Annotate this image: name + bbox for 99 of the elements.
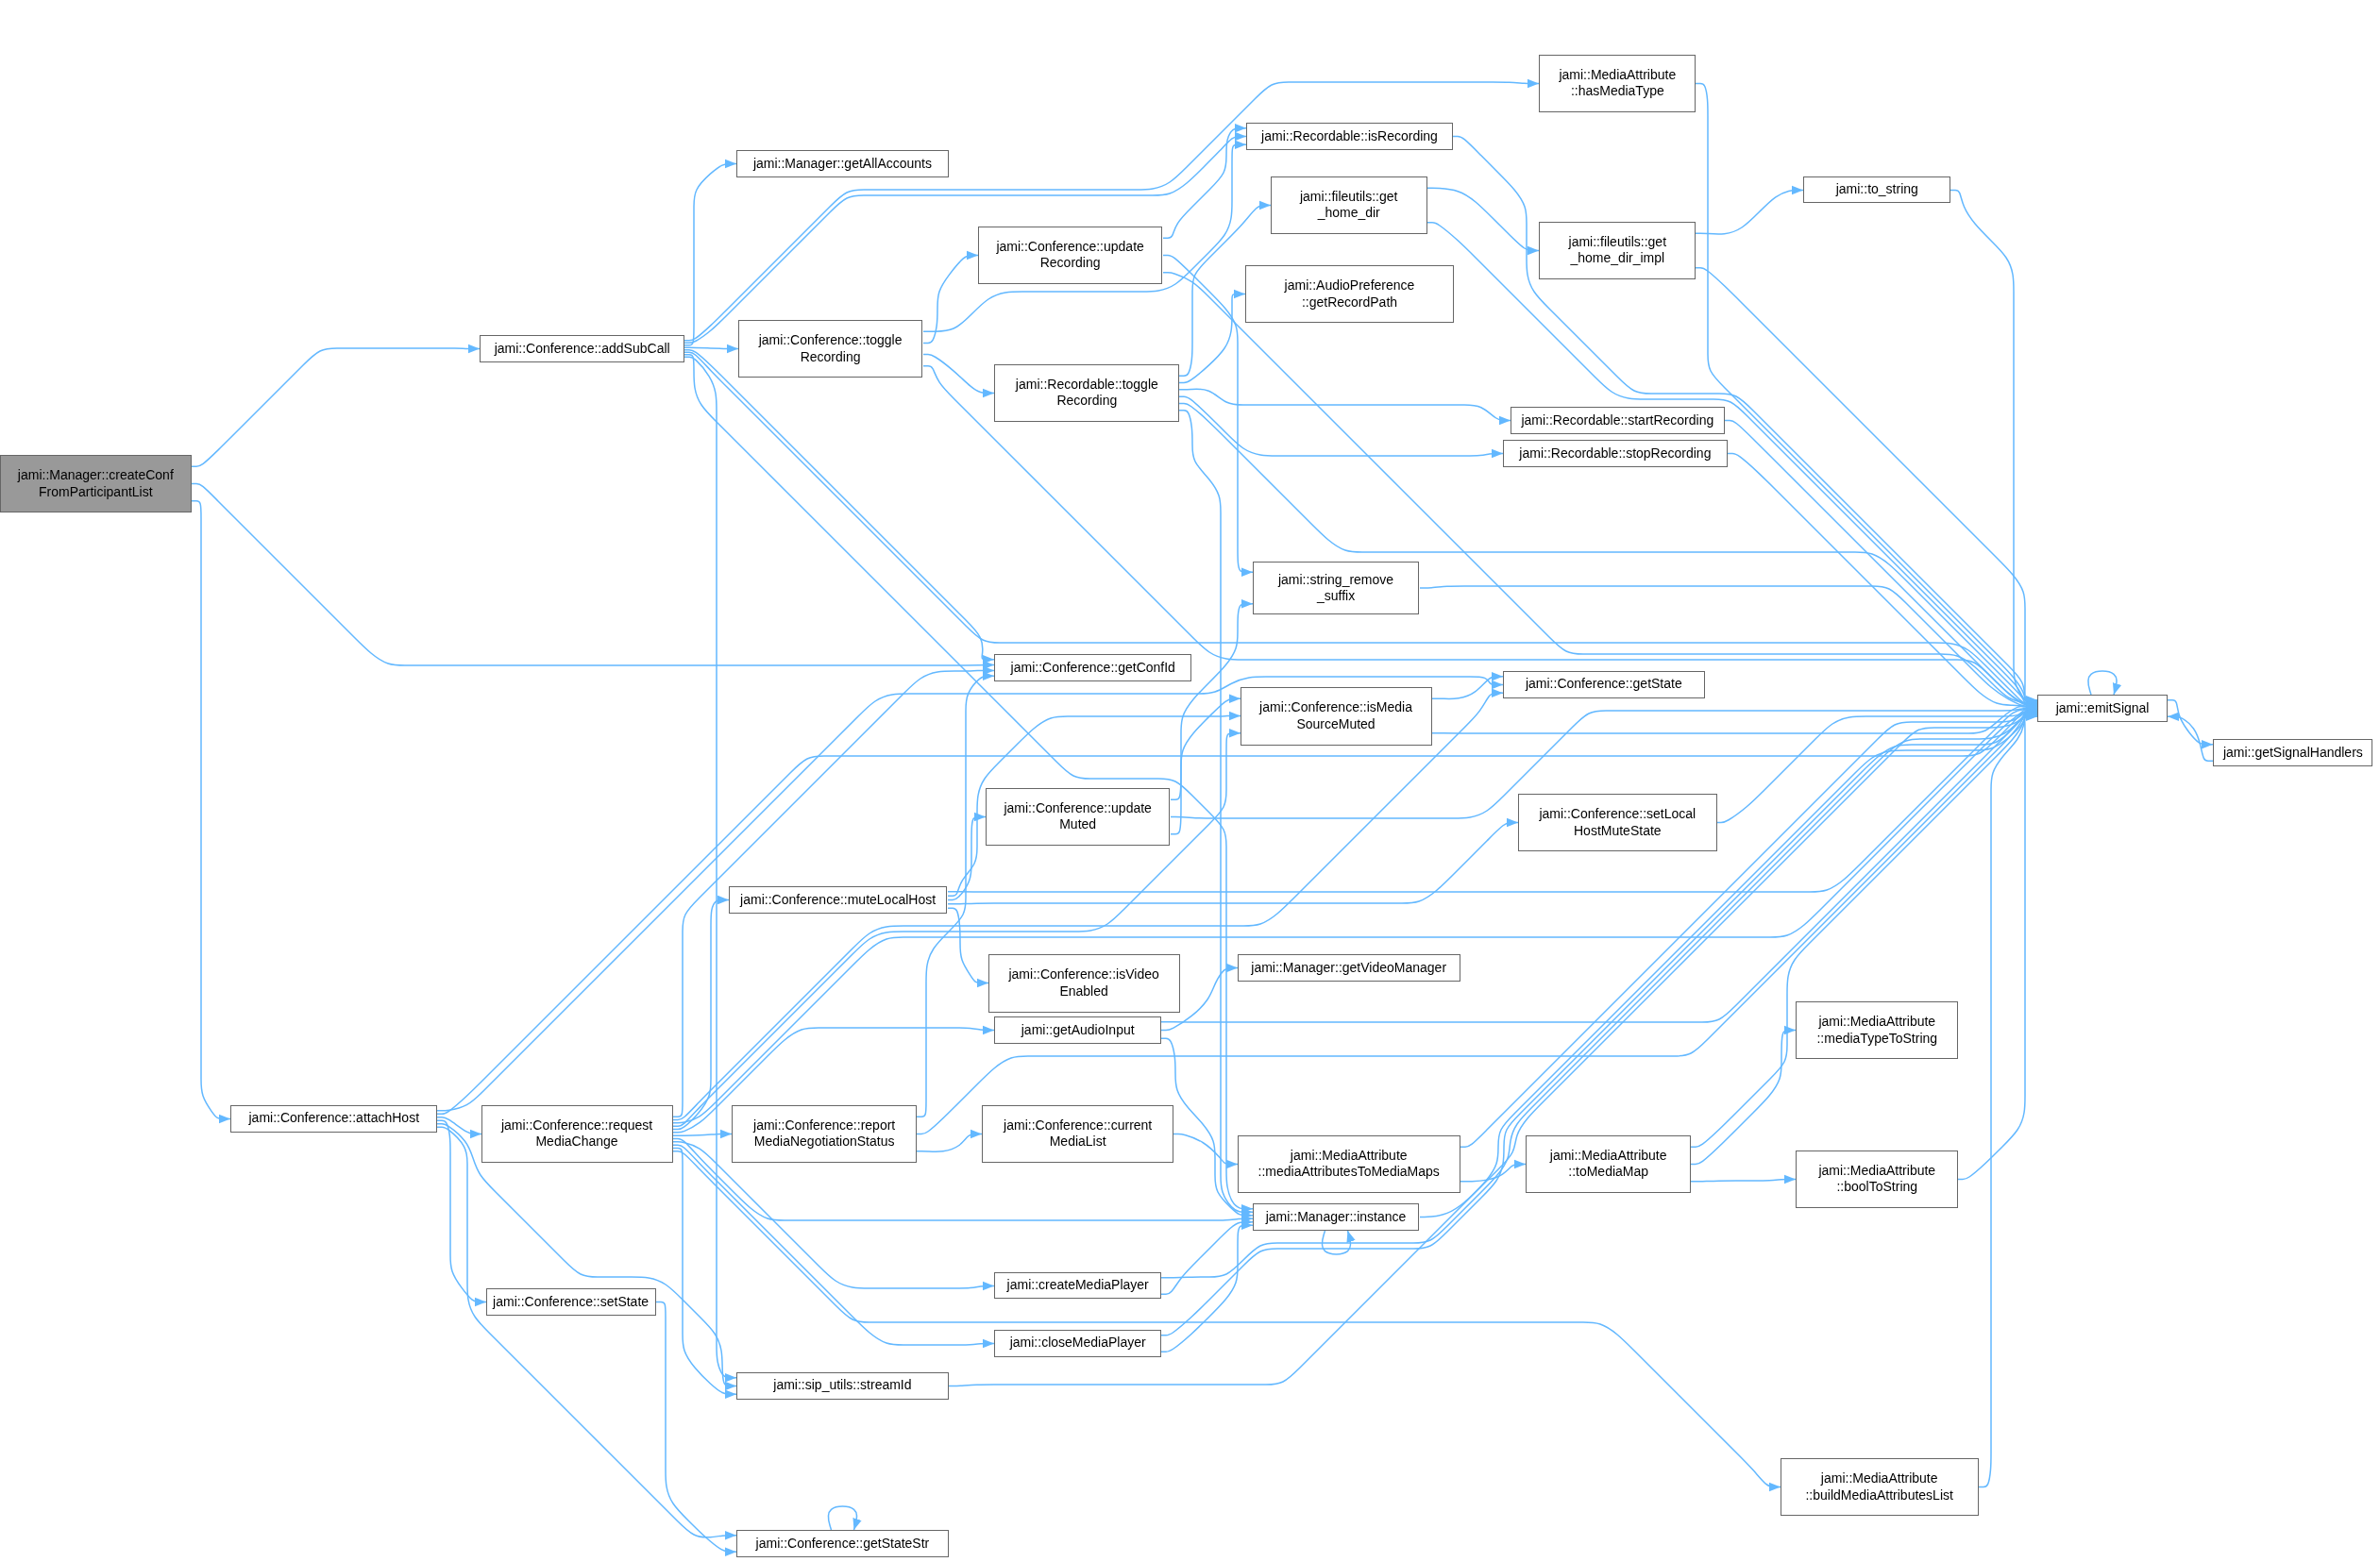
call-arrow [2167,699,2214,749]
call-arrow [2167,712,2214,762]
call-arrow [436,1117,482,1139]
call-arrow [922,250,979,344]
call-arrow [672,1141,995,1291]
function-box: jami::MediaAttribute ::boolToString [1796,1150,1959,1208]
call-arrow [947,711,1241,897]
function-box: jami::Conference::isVideo Enabled [987,954,1180,1013]
function-box: jami::fileutils::get _home_dir [1270,176,1427,234]
function-box: jami::Conference::update Recording [977,226,1163,284]
function-box: jami::Recordable::isRecording [1246,123,1453,151]
call-arrow [655,1301,737,1556]
call-arrow [947,817,1519,905]
call-arrow [436,1119,487,1307]
call-arrow [1431,672,1504,700]
function-box: jami::to_string [1803,176,1951,204]
call-arrow [1321,1230,1356,1255]
call-arrow [684,159,737,346]
call-arrow [1178,395,1504,459]
call-arrow [672,665,995,1117]
call-arrow [672,1137,1254,1224]
call-arrow [672,729,1241,1127]
function-box: jami::createMediaPlayer [994,1271,1162,1300]
function-box: jami::Conference::isMedia SourceMuted [1240,687,1432,746]
call-arrow [1695,185,1804,235]
call-arrow [947,907,989,988]
function-box: jami::Conference::current MediaList [982,1104,1174,1163]
call-arrow [1170,694,1241,835]
function-box: jami::Conference::addSubCall [480,335,685,363]
function-box: jami::Recordable::toggle Recording [994,363,1180,422]
call-arrow [684,78,1540,342]
function-box: jami::Conference::toggle Recording [737,320,923,378]
function-box: jami::MediaAttribute ::mediaAttributesToMediaMaps [1237,1134,1460,1193]
function-box: jami::Conference::attachHost [230,1104,438,1133]
call-arrow [1178,200,1272,377]
call-arrow [684,349,995,664]
function-box: jami::Conference::getStateStr [735,1529,949,1557]
call-arrow [1690,1174,1797,1184]
call-arrow [922,353,995,398]
function-box: jami::MediaAttribute ::hasMediaType [1539,54,1696,112]
call-arrow [672,1144,995,1349]
call-arrow [1160,1220,1254,1352]
function-box: jami::Conference::getConfId [994,654,1192,681]
function-box: jami::fileutils::get _home_dir_impl [1539,221,1696,279]
call-arrow [1170,599,1254,800]
call-arrow [916,1129,983,1153]
call-arrow [1173,1133,1239,1169]
function-box: jami::sip_utils::streamId [735,1371,949,1400]
function-box: jami::Conference::report MediaNegotiationStatus [732,1104,917,1163]
call-arrow [1160,963,1239,1032]
call-arrow [827,1505,862,1531]
call-arrow [672,895,730,1131]
function-box: jami::AudioPreference ::getRecordPath [1244,265,1455,324]
function-box: jami::MediaAttribute ::mediaTypeToString [1796,1001,1959,1060]
call-arrow [1178,388,1511,426]
call-arrow [2087,670,2122,696]
call-arrow [1426,187,1540,256]
call-arrow [191,500,231,1124]
function-box: jami::Recordable::stopRecording [1502,440,1728,468]
call-arrow [1178,289,1246,384]
function-box: jami::closeMediaPlayer [994,1329,1162,1357]
call-arrow [672,1147,737,1399]
function-box: jami::getSignalHandlers [2213,739,2373,767]
call-arrow [191,482,995,670]
call-arrow [684,344,739,354]
function-box: jami::Conference::setLocal HostMuteState [1518,793,1717,852]
call-arrow [922,140,1247,332]
function-box: jami::Manager::getVideoManager [1237,954,1460,983]
function-box: jami::Conference::request MediaChange [481,1104,673,1163]
function-box: jami::string_remove _suffix [1252,561,1420,615]
call-arrow [672,688,1504,1121]
call-arrow [191,344,481,467]
call-arrow [672,1151,1781,1492]
call-arrow [1460,1159,1527,1183]
call-arrow [436,1122,737,1391]
call-arrow [947,812,987,901]
function-box: jami::Recordable::startRecording [1510,406,1725,434]
function-box: jami::Conference::setState [485,1288,656,1317]
call-arrow [672,1025,995,1134]
function-box: jami::emitSignal [2036,695,2169,723]
call-arrow [436,1126,737,1540]
function-box: jami::Manager::instance [1252,1203,1420,1232]
function-box: jami::Conference::getState [1502,670,1705,698]
function-box: jami::MediaAttribute ::toMediaMap [1526,1134,1692,1193]
function-box: jami::Conference::update Muted [985,787,1171,846]
call-arrow [1160,1037,1254,1220]
call-arrow [684,356,737,1383]
call-arrow [684,131,1247,344]
function-box: jami::Manager::createConf FromParticipantList [0,455,192,513]
call-arrow [1162,254,1254,577]
call-arrow [672,1129,733,1139]
function-box: jami::Conference::muteLocalHost [728,886,948,914]
call-arrow [436,676,1504,1112]
function-box: jami::MediaAttribute ::buildMediaAttributesList [1780,1458,1979,1517]
call-arrow [1162,124,1247,239]
function-box: jami::Manager::getAllAccounts [735,150,949,178]
call-arrow [916,671,995,1117]
function-box: jami::getAudioInput [994,1016,1162,1045]
call-arrow [1690,1025,1797,1166]
